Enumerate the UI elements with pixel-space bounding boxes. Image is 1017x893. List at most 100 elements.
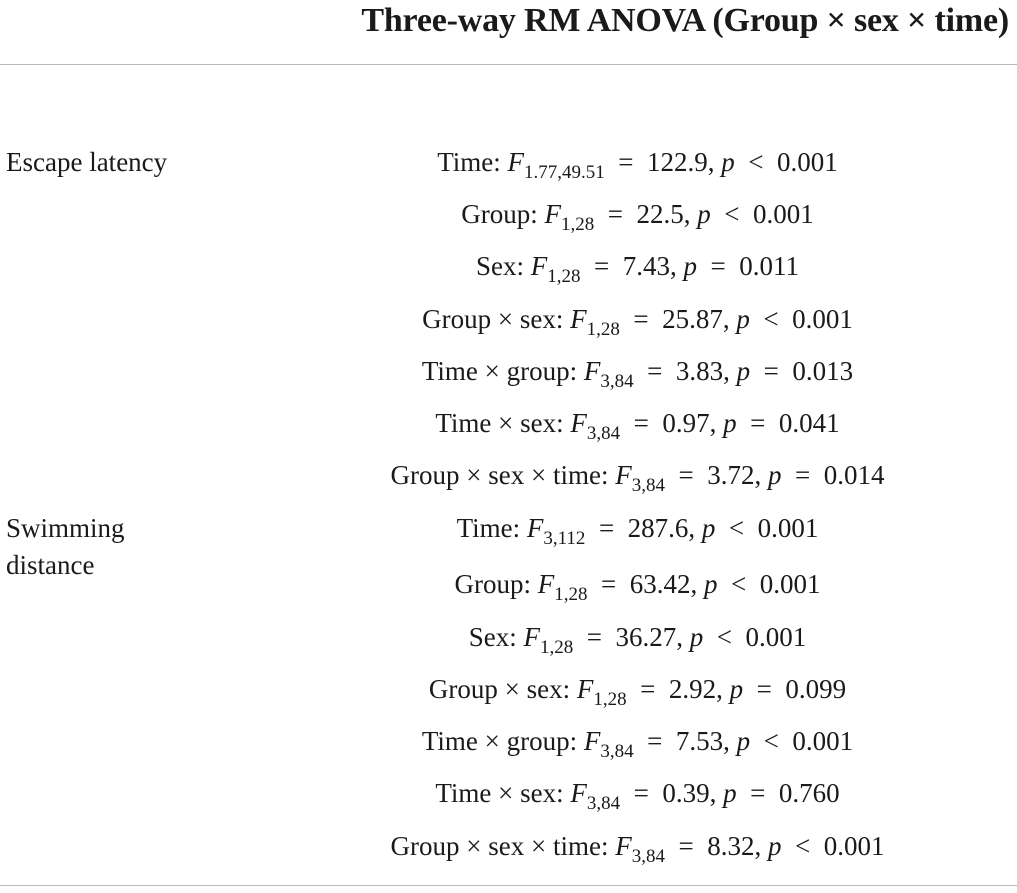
p-relation: < xyxy=(748,147,764,177)
p-symbol: p xyxy=(697,199,711,229)
table-header: Three-way RM ANOVA (Group × sex × time) xyxy=(0,0,1017,65)
stat-row: Time: F1.77,49.51 = 122.9, p < 0.001 xyxy=(437,147,838,183)
effect-label: Time: xyxy=(456,513,521,543)
p-symbol: p xyxy=(767,460,782,490)
degrees-of-freedom: 1,28 xyxy=(561,214,595,235)
f-symbol: F xyxy=(570,408,587,438)
p-symbol: p xyxy=(704,569,718,599)
row-label-line: Swimming xyxy=(6,513,125,543)
degrees-of-freedom: 1,28 xyxy=(554,584,588,605)
f-value: 0.97 xyxy=(662,408,710,438)
stat-row: Group × sex × time: F3,84 = 3.72, p = 0.… xyxy=(390,460,885,496)
f-value: 22.5 xyxy=(636,199,684,229)
f-value: 25.87 xyxy=(662,304,723,334)
f-symbol: F xyxy=(507,147,525,177)
p-relation: = xyxy=(756,674,772,704)
p-symbol: p xyxy=(689,622,704,652)
stat-row: Sex: F1,28 = 36.27, p < 0.001 xyxy=(468,622,807,658)
p-value: 0.099 xyxy=(785,674,847,704)
p-symbol: p xyxy=(736,356,751,386)
p-relation: < xyxy=(731,569,747,599)
p-value: 0.014 xyxy=(823,460,885,490)
f-symbol: F xyxy=(544,199,562,229)
stat-row: Time × group: F3,84 = 3.83, p = 0.013 xyxy=(421,356,854,392)
p-relation: = xyxy=(763,356,779,386)
p-symbol: p xyxy=(736,726,751,756)
degrees-of-freedom: 1.77,49.51 xyxy=(524,162,605,183)
p-relation: = xyxy=(710,251,726,281)
effect-label: Group × sex: xyxy=(428,674,571,704)
degrees-of-freedom: 1,28 xyxy=(593,689,627,710)
p-relation: < xyxy=(728,513,745,543)
p-symbol: p xyxy=(723,778,737,808)
row-label-line: Escape latency xyxy=(6,147,168,177)
f-value: 287.6 xyxy=(627,513,689,543)
f-symbol: F xyxy=(570,778,587,808)
f-symbol: F xyxy=(583,356,601,386)
degrees-of-freedom: 1,28 xyxy=(586,319,620,340)
p-value: 0.011 xyxy=(739,251,799,281)
f-symbol: F xyxy=(615,831,632,861)
p-value: 0.001 xyxy=(745,622,807,652)
p-relation: = xyxy=(794,460,811,490)
p-value: 0.001 xyxy=(752,199,814,229)
f-value: 2.92 xyxy=(668,674,717,704)
p-symbol: p xyxy=(683,251,698,281)
degrees-of-freedom: 1,28 xyxy=(547,266,581,287)
stat-row: Time × group: F3,84 = 7.53, p < 0.001 xyxy=(421,726,854,762)
p-value: 0.001 xyxy=(792,304,853,334)
p-value: 0.001 xyxy=(777,147,838,177)
stat-row: Time × sex: F3,84 = 0.39, p = 0.760 xyxy=(435,778,840,814)
p-relation: < xyxy=(716,622,732,652)
p-relation: = xyxy=(750,408,766,438)
p-value: 0.013 xyxy=(792,356,854,386)
effect-label: Time × group: xyxy=(421,726,578,756)
effect-label: Group × sex: xyxy=(422,304,564,334)
f-symbol: F xyxy=(615,460,632,490)
p-symbol: p xyxy=(723,408,737,438)
f-value: 3.72 xyxy=(707,460,755,490)
p-symbol: p xyxy=(701,513,716,543)
effect-label: Group × sex × time: xyxy=(390,831,609,861)
f-symbol: F xyxy=(576,674,594,704)
effect-label: Group: xyxy=(461,199,538,229)
stat-row: Group × sex: F1,28 = 2.92, p = 0.099 xyxy=(428,674,847,710)
bottom-rule xyxy=(0,885,1017,886)
p-relation: < xyxy=(794,831,811,861)
p-value: 0.001 xyxy=(823,831,885,861)
f-value: 36.27 xyxy=(615,622,677,652)
effect-label: Group: xyxy=(454,569,532,599)
f-value: 8.32 xyxy=(707,831,755,861)
effect-label: Time × group: xyxy=(421,356,578,386)
f-symbol: F xyxy=(530,251,548,281)
f-value: 122.9 xyxy=(647,147,708,177)
f-symbol: F xyxy=(570,304,587,334)
f-symbol: F xyxy=(537,569,555,599)
p-symbol: p xyxy=(736,304,750,334)
p-value: 0.001 xyxy=(792,726,854,756)
effect-label: Time × sex: xyxy=(435,778,564,808)
p-value: 0.041 xyxy=(778,408,840,438)
f-value: 0.39 xyxy=(662,778,710,808)
effect-label: Sex: xyxy=(468,622,517,652)
stat-row: Group: F1,28 = 63.42, p < 0.001 xyxy=(454,569,821,605)
p-symbol: p xyxy=(721,147,735,177)
effect-label: Time × sex: xyxy=(435,408,564,438)
f-value: 3.83 xyxy=(675,356,724,386)
degrees-of-freedom: 3,84 xyxy=(586,793,621,814)
effect-label: Group × sex × time: xyxy=(390,460,609,490)
p-symbol: p xyxy=(729,674,744,704)
p-relation: = xyxy=(750,778,766,808)
degrees-of-freedom: 3,112 xyxy=(543,528,586,549)
column-header-title: Three-way RM ANOVA (Group × sex × time) xyxy=(361,2,1009,39)
p-value: 0.001 xyxy=(759,569,821,599)
p-relation: < xyxy=(763,304,779,334)
stat-row: Time × sex: F3,84 = 0.97, p = 0.041 xyxy=(435,408,840,444)
stat-row: Group × sex × time: F3,84 = 8.32, p < 0.… xyxy=(390,831,885,867)
p-relation: < xyxy=(724,199,740,229)
f-value: 7.53 xyxy=(675,726,724,756)
degrees-of-freedom: 3,84 xyxy=(586,423,621,444)
effect-label: Time: xyxy=(437,147,501,177)
p-value: 0.760 xyxy=(778,778,840,808)
f-symbol: F xyxy=(523,622,541,652)
